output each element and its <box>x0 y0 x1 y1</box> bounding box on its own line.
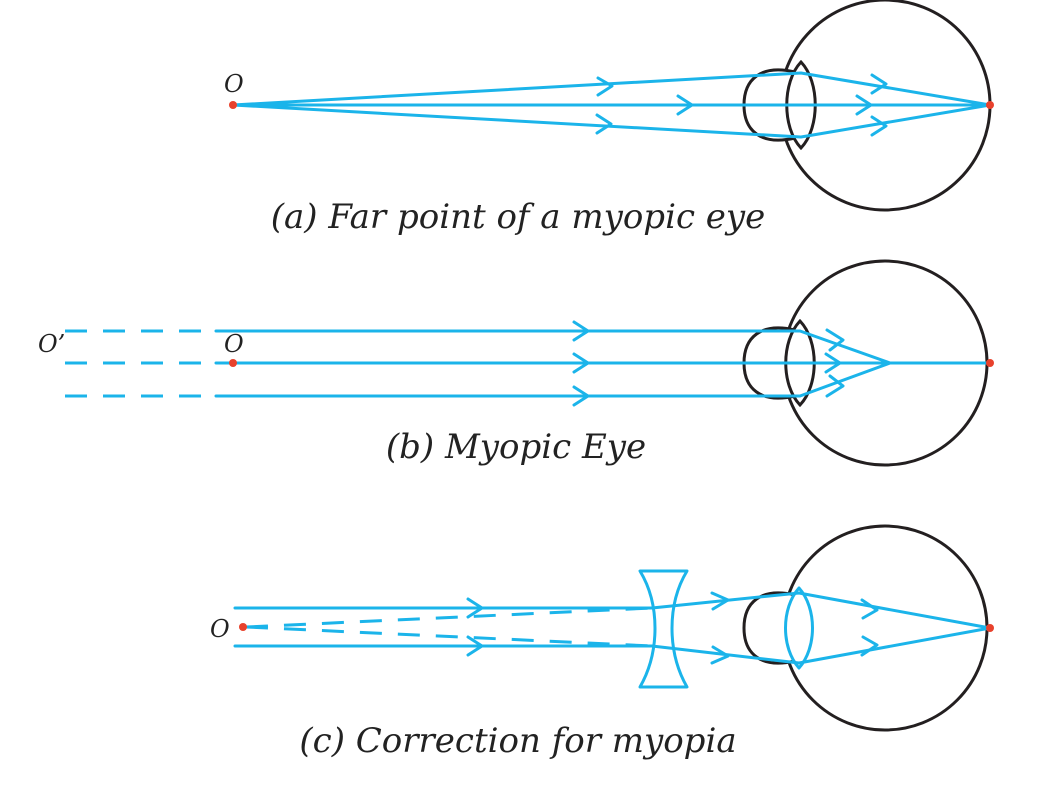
cornea-bulge <box>742 591 796 665</box>
dashed-extensions-b <box>65 329 216 398</box>
panel-a: O (a) Far point of a myopic eye <box>224 0 994 237</box>
arrow-head <box>824 352 842 374</box>
arrow-head <box>595 113 613 135</box>
arrow-head <box>572 385 590 407</box>
arrow-head <box>596 76 614 97</box>
arrow-head <box>860 635 879 657</box>
point-label-o: O <box>224 330 244 358</box>
rays-a <box>231 71 992 139</box>
object-point-o <box>229 359 237 367</box>
arrow-head <box>855 94 873 116</box>
panel-b: O O’ (b) Myopic Eye <box>38 259 994 467</box>
retina-image-point <box>986 624 994 632</box>
arrow-head <box>860 598 879 620</box>
retina-point <box>986 359 994 367</box>
arrow-head <box>710 591 730 611</box>
arrow-head <box>710 645 730 665</box>
ray-top <box>214 329 892 365</box>
eye-lens-icon <box>784 586 814 670</box>
caption-a: (a) Far point of a myopic eye <box>271 197 766 237</box>
arrow-head <box>676 94 694 116</box>
eyeball-icon <box>742 524 989 732</box>
point-label-o-prime: O’ <box>38 330 65 358</box>
arrow-head <box>870 73 888 95</box>
arrow-head <box>466 635 484 657</box>
dashed-line-top <box>245 606 653 629</box>
concave-lens-icon <box>638 569 689 689</box>
arrow-head <box>466 597 484 619</box>
ray-bottom <box>231 103 992 139</box>
object-point-o <box>239 623 247 631</box>
arrow-head <box>825 328 845 352</box>
point-label-o: O <box>210 615 230 643</box>
arrow-head <box>870 115 888 137</box>
dashed-extensions-c <box>245 606 653 648</box>
retina-image-point <box>986 101 994 109</box>
panel-c: O (c) Correction for myopia <box>210 524 994 761</box>
arrow-head <box>825 374 845 398</box>
ray-top <box>231 71 992 107</box>
ray-bottom <box>214 361 892 398</box>
point-label-o: O <box>224 70 244 98</box>
rays-c <box>233 591 992 665</box>
caption-c: (c) Correction for myopia <box>299 721 736 761</box>
arrow-head <box>572 320 590 342</box>
arrow-head <box>572 352 590 374</box>
caption-b: (b) Myopic Eye <box>386 427 646 467</box>
rays-b <box>214 320 992 407</box>
dashed-line-bottom <box>245 625 653 648</box>
object-point-o <box>229 101 237 109</box>
